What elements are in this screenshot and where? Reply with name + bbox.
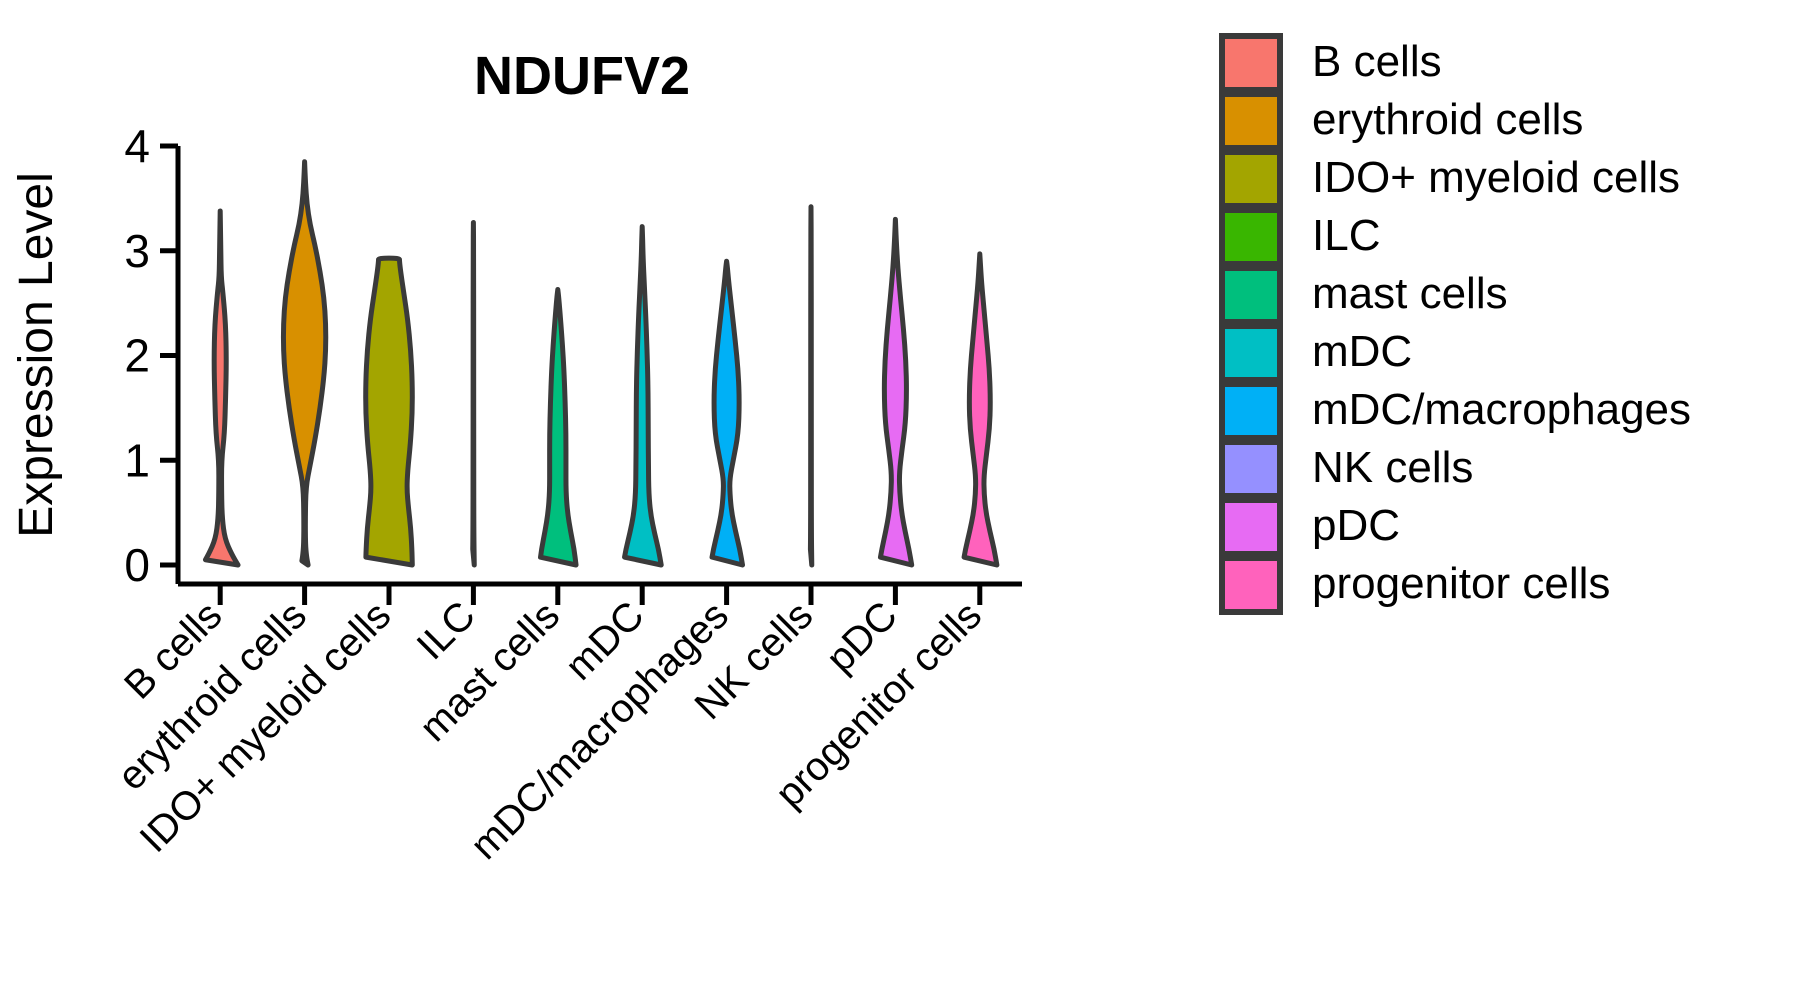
y-axis-ticks: 0 1 2 3 4 <box>124 120 178 591</box>
violin-series-group <box>202 159 1000 568</box>
legend-label-mdc-macrophages: mDC/macrophages <box>1312 385 1691 434</box>
x-axis-ticks <box>217 584 983 605</box>
violin-pdc[interactable] <box>877 216 915 568</box>
legend-swatch-ido-myeloid-cells[interactable] <box>1219 149 1283 209</box>
y-tick-label: 3 <box>124 225 150 277</box>
violin-erythroid-cells[interactable] <box>280 159 329 568</box>
legend-swatch-mast-cells[interactable] <box>1219 265 1283 325</box>
violin-mast-cells[interactable] <box>538 287 579 568</box>
legend-label-pdc: pDC <box>1312 501 1400 550</box>
y-tick-label: 2 <box>124 330 150 382</box>
page-title: NDUFV2 <box>474 46 690 106</box>
legend-swatch-progenitor-cells[interactable] <box>1219 555 1283 615</box>
violin-mdc-macrophages[interactable] <box>709 258 746 568</box>
violin-ilc[interactable] <box>470 219 477 568</box>
violin-b-cells[interactable] <box>202 208 241 568</box>
legend-label-progenitor-cells: progenitor cells <box>1312 559 1610 608</box>
legend-swatch-erythroid-cells[interactable] <box>1219 91 1283 151</box>
violin-progenitor-cells[interactable] <box>961 251 1000 568</box>
y-axis-title: Expression Level <box>10 172 63 538</box>
legend-label-nk-cells: NK cells <box>1312 443 1473 492</box>
y-tick-label: 0 <box>124 539 150 591</box>
legend-label-mdc: mDC <box>1312 327 1412 376</box>
legend-swatch-nk-cells[interactable] <box>1219 439 1283 499</box>
violin-mdc[interactable] <box>622 224 664 568</box>
legend-label-mast-cells: mast cells <box>1312 269 1508 318</box>
legend-swatch-b-cells[interactable] <box>1219 33 1283 93</box>
legend-swatch-ilc[interactable] <box>1219 207 1283 267</box>
y-tick-label: 4 <box>124 120 150 172</box>
violin-nk-cells[interactable] <box>807 204 815 568</box>
legend-swatch-mdc[interactable] <box>1219 323 1283 383</box>
legend-swatch-mdc-macrophages[interactable] <box>1219 381 1283 441</box>
legend-label-erythroid-cells: erythroid cells <box>1312 95 1583 144</box>
y-tick-label: 1 <box>124 434 150 486</box>
legend-label-ido-myeloid-cells: IDO+ myeloid cells <box>1312 153 1680 202</box>
legend-label-b-cells: B cells <box>1312 37 1442 86</box>
violin-ido-myeloid-cells[interactable] <box>363 255 415 568</box>
legend-swatch-pdc[interactable] <box>1219 497 1283 557</box>
legend-label-ilc: ILC <box>1312 211 1380 260</box>
